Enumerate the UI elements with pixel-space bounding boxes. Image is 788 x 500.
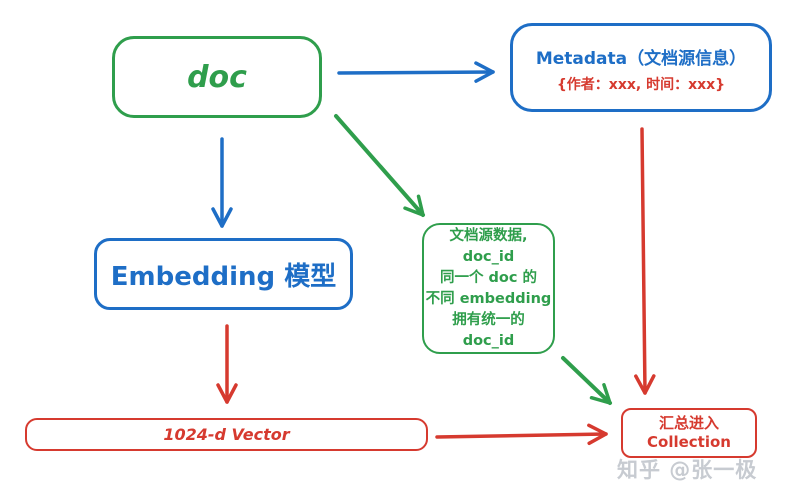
doc-label: doc [187, 59, 247, 95]
doc-id-note-node: 文档源数据, doc_id 同一个 doc 的 不同 embedding 拥有统… [422, 223, 555, 354]
note-line: 拥有统一的 [452, 311, 525, 328]
note-line: doc_id [462, 332, 515, 349]
collection-label-cn: 汇总进入 [658, 414, 719, 432]
note-line: 不同 embedding [425, 290, 552, 307]
collection-node: 汇总进入 Collection [621, 408, 757, 458]
embedding-model-label: Embedding 模型 [110, 261, 337, 292]
watermark: 知乎 @张一极 [617, 458, 758, 482]
doc-node: doc [112, 36, 322, 118]
arrow-doc-to-note [334, 114, 425, 217]
metadata-node: Metadata（文档源信息） {作者：xxx, 时间：xxx} [510, 23, 772, 112]
vector-node: 1024-d Vector [25, 418, 428, 451]
note-line: 文档源数据, [449, 227, 528, 244]
arrow-note-to-collection [561, 356, 612, 405]
arrow-doc-to-metadata [337, 61, 495, 83]
metadata-detail: {作者：xxx, 时间：xxx} [556, 76, 726, 93]
collection-label-en: Collection [647, 433, 731, 451]
arrow-vector-to-collection [435, 423, 608, 446]
metadata-title: Metadata（文档源信息） [535, 48, 747, 69]
embedding-model-node: Embedding 模型 [94, 238, 353, 310]
note-line: doc_id [462, 248, 515, 265]
note-line: 同一个 doc 的 [439, 269, 538, 286]
vector-label: 1024-d Vector [163, 425, 290, 444]
arrow-metadata-to-collection [634, 127, 656, 395]
